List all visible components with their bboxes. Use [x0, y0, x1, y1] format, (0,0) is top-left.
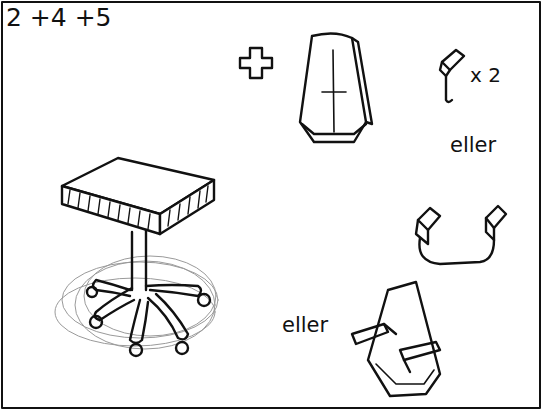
stand-base — [87, 230, 210, 356]
seat-with-armrests — [352, 282, 440, 396]
handwritten-label: 2 +4 +5 — [6, 4, 112, 32]
handwritten-label: eller — [282, 314, 328, 337]
armrest — [440, 50, 464, 102]
plus-sign — [240, 48, 272, 78]
table-top — [62, 158, 214, 234]
backrest — [300, 33, 372, 142]
handwritten-label: x 2 — [470, 64, 501, 86]
handwritten-label: eller — [450, 134, 496, 157]
armrest-pair — [416, 206, 506, 264]
